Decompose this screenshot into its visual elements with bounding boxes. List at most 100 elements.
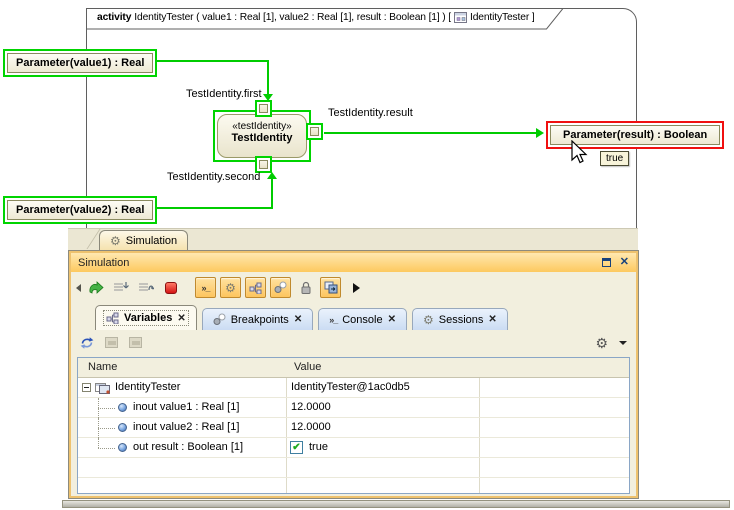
table-row-result[interactable]: out result : Boolean [1] ✔ true — [78, 438, 629, 458]
flow-result-arrowhead — [536, 128, 544, 138]
pin-result-label: TestIdentity.result — [328, 107, 413, 119]
variables-table: Name Value IdentityTester IdentityTester… — [77, 357, 630, 494]
row-name: IdentityTester — [115, 381, 181, 393]
tree-collapse-toggle[interactable] — [82, 383, 91, 392]
pin-result-square — [310, 127, 319, 136]
table-row-identitytester[interactable]: IdentityTester IdentityTester@1ac0db5 — [78, 378, 629, 398]
terminate-button[interactable] — [160, 277, 181, 298]
console-toggle-button[interactable]: »_ — [195, 277, 216, 298]
flow-value2-vertical — [271, 179, 273, 209]
tab-sessions[interactable]: ⚙ Sessions ✕ — [411, 308, 508, 330]
options-gear-icon[interactable]: ⚙ — [595, 334, 608, 351]
parameter-result-node[interactable]: Parameter(result) : Boolean — [546, 121, 725, 149]
refresh-icon[interactable] — [80, 336, 94, 350]
flow-value2-horizontal — [157, 207, 273, 209]
tab-breakpoints-close-icon[interactable]: ✕ — [293, 314, 303, 325]
variables-tree-icon — [249, 282, 262, 294]
variable-icon — [118, 423, 127, 432]
column-divider-2[interactable] — [479, 358, 480, 493]
import-icon-disabled[interactable] — [129, 337, 142, 348]
variables-toggle-button[interactable] — [245, 277, 266, 298]
breakpoints-toggle-button[interactable] — [270, 277, 291, 298]
dock-tab-strip — [68, 228, 638, 250]
pin-first[interactable] — [255, 100, 272, 117]
test-identity-node[interactable]: «testIdentity» TestIdentity — [217, 114, 307, 158]
stop-icon — [164, 281, 177, 294]
horizontal-scrollbar-track[interactable] — [62, 500, 730, 508]
row-value: 12.0000 — [291, 401, 331, 413]
resume-button[interactable] — [85, 277, 106, 298]
tree-twig-line — [98, 428, 115, 429]
tree-twig-line — [98, 408, 115, 409]
simulation-titlebar: Simulation ✕ — [71, 253, 636, 272]
lock-icon — [301, 281, 310, 294]
pin-first-label: TestIdentity.first — [186, 88, 262, 100]
column-divider-1[interactable] — [286, 358, 287, 493]
breakpoints-icon — [274, 281, 287, 293]
pin-second-label: TestIdentity.second — [167, 171, 261, 183]
export-icon-disabled[interactable] — [105, 337, 118, 348]
instance-icon — [95, 383, 110, 394]
step-into-icon — [113, 282, 129, 291]
windows-icon — [324, 281, 337, 294]
node-name: TestIdentity — [231, 132, 293, 144]
console-prompt-icon: »_ — [201, 282, 210, 293]
float-window-icon[interactable] — [601, 258, 611, 267]
simulation-config-toggle-button[interactable]: ⚙ — [220, 277, 241, 298]
empty-row — [78, 458, 629, 478]
simulation-window: Simulation ✕ — [68, 250, 639, 499]
sessions-tab-icon: ⚙ — [422, 312, 434, 327]
flow-value2-arrowhead — [267, 172, 277, 179]
simulation-title: Simulation — [78, 256, 130, 269]
flow-value1-vertical — [267, 60, 269, 96]
pin-result[interactable] — [306, 123, 323, 140]
flow-result-horizontal — [324, 132, 536, 134]
view-tabstrip: Variables ✕ Breakpoints ✕ — [71, 303, 636, 330]
table-header: Name Value — [78, 358, 629, 378]
row-name: out result : Boolean [1] — [133, 441, 244, 453]
toolbar-expand-icon[interactable] — [353, 282, 360, 293]
parameter-value2-node[interactable]: Parameter(value2) : Real — [3, 196, 158, 224]
simulation-dock-tab[interactable]: ⚙ Simulation — [99, 230, 189, 250]
step-over-button[interactable] — [135, 277, 156, 298]
simulation-toolbar: »_ ⚙ — [71, 272, 636, 303]
pin-first-square — [259, 104, 268, 113]
step-into-button[interactable] — [110, 277, 131, 298]
simulation-window-body: Simulation ✕ — [71, 253, 636, 496]
resume-icon — [88, 281, 104, 294]
frame-name-pentagon — [86, 8, 564, 30]
close-window-icon[interactable]: ✕ — [619, 256, 629, 268]
lock-button[interactable] — [295, 277, 316, 298]
console-tab-icon: »_ — [329, 314, 338, 325]
parameter-value1-label: Parameter(value1) : Real — [7, 53, 154, 73]
value-tooltip: true — [600, 151, 630, 166]
node-stereotype: «testIdentity» — [232, 121, 292, 132]
flow-value1-arrowhead — [263, 94, 273, 101]
table-row-value2[interactable]: inout value2 : Real [1] 12.0000 — [78, 418, 629, 438]
frame-title: activity IdentityTester ( value1 : Real … — [97, 12, 535, 23]
table-row-value1[interactable]: inout value1 : Real [1] 12.0000 — [78, 398, 629, 418]
result-checkbox[interactable]: ✔ — [290, 441, 303, 454]
toolbar-collapse-icon[interactable] — [76, 283, 81, 292]
tab-breakpoints[interactable]: Breakpoints ✕ — [201, 308, 314, 330]
auto-open-diagrams-toggle-button[interactable] — [320, 277, 341, 298]
tab-variables[interactable]: Variables ✕ — [95, 305, 197, 330]
flow-value1-horizontal — [155, 60, 269, 62]
tab-console-close-icon[interactable]: ✕ — [387, 314, 396, 325]
parameter-result-label: Parameter(result) : Boolean — [550, 125, 721, 145]
tab-sessions-label: Sessions — [438, 313, 484, 326]
tab-console[interactable]: »_ Console ✕ — [318, 308, 407, 330]
row-value: true — [309, 441, 328, 453]
column-header-name: Name — [88, 361, 118, 373]
tab-sessions-close-icon[interactable]: ✕ — [488, 314, 497, 325]
pin-second[interactable] — [255, 156, 272, 173]
activity-diagram-icon — [453, 12, 467, 23]
options-caret-icon[interactable] — [619, 340, 627, 345]
frame-ref-name: IdentityTester ] — [469, 12, 535, 23]
pin-second-square — [259, 160, 268, 169]
variables-toolbar: ⚙ — [71, 330, 636, 355]
tab-console-label: Console — [342, 313, 383, 326]
tab-variables-close-icon[interactable]: ✕ — [177, 312, 186, 324]
parameter-value1-node[interactable]: Parameter(value1) : Real — [3, 49, 158, 77]
